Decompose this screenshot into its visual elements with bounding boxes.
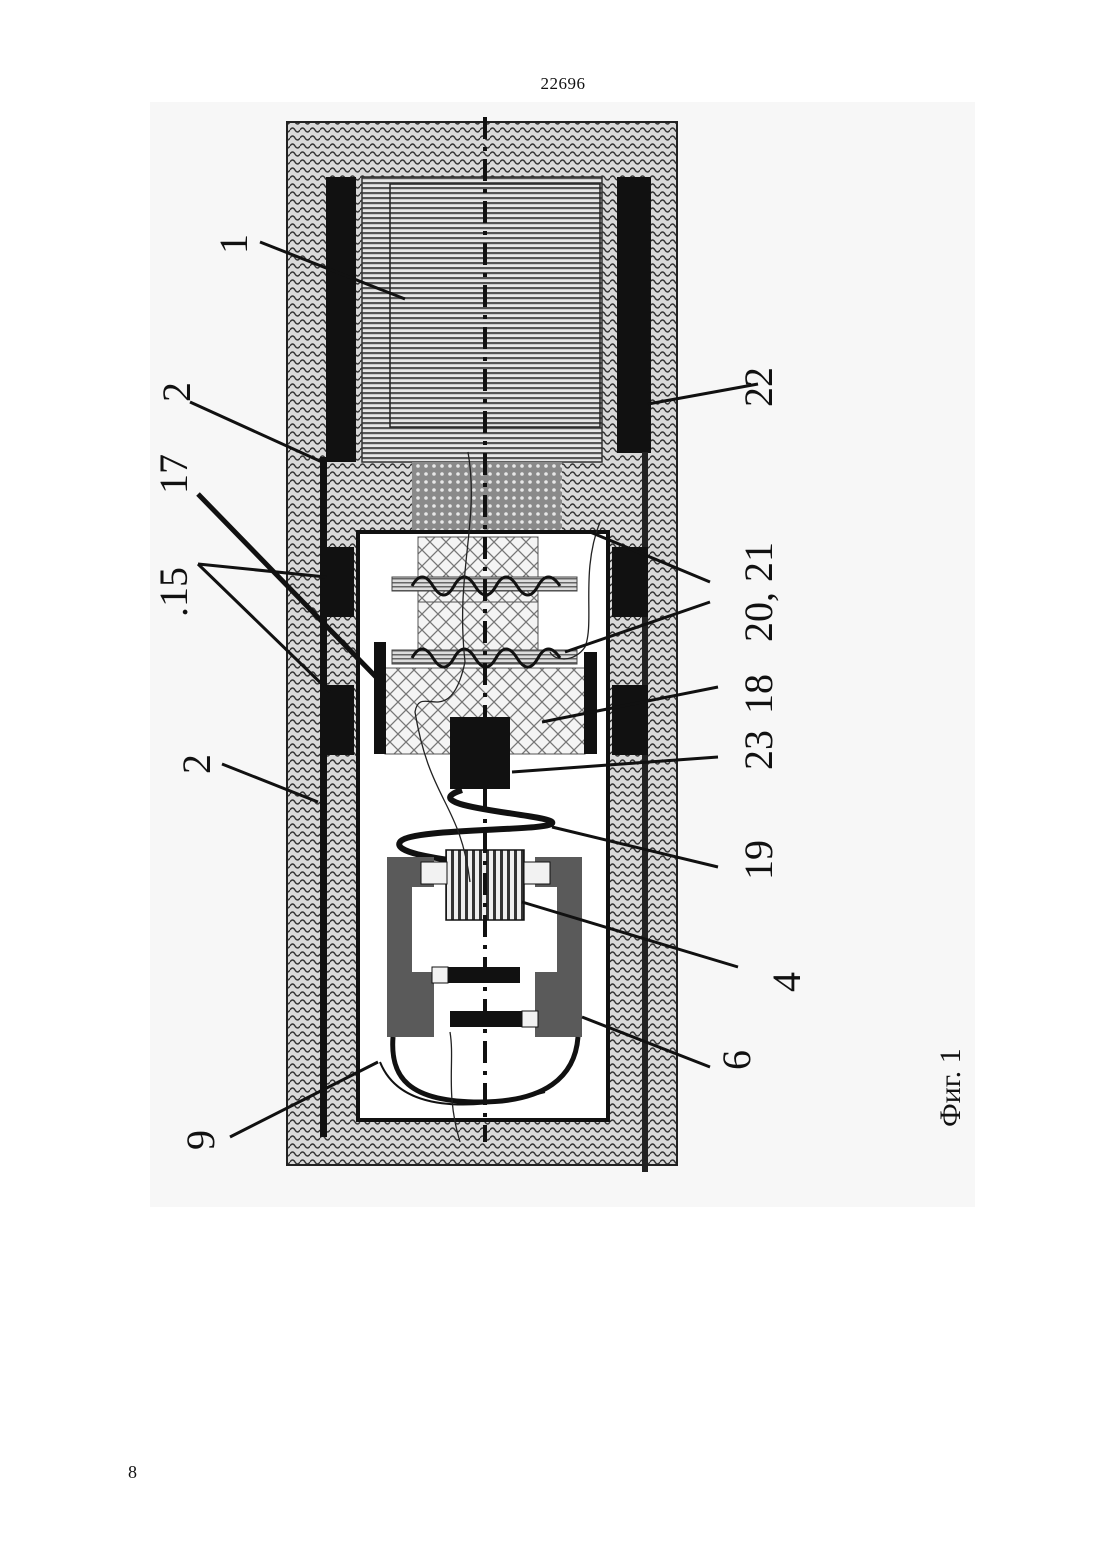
label-19: 19 — [736, 840, 781, 880]
pin-17-left — [374, 642, 386, 754]
label-15: .15 — [151, 567, 196, 617]
pin-17-right — [584, 652, 597, 754]
crosshatch-middle — [418, 602, 538, 652]
element-23 — [450, 717, 510, 789]
element-1-stack — [362, 177, 602, 462]
block-right-upper — [612, 547, 648, 617]
block-right-lower — [612, 685, 648, 755]
label-2-top: 2 — [154, 382, 199, 402]
label-1: 1 — [211, 234, 256, 254]
label-23: 23 — [736, 730, 781, 770]
label-6: 6 — [714, 1050, 759, 1070]
figure-1: 1 2 17 .15 2 9 22 20, 21 18 23 19 4 6 Фи… — [150, 102, 975, 1207]
figure-caption: Фиг. 1 — [934, 1048, 967, 1127]
label-22: 22 — [736, 367, 781, 407]
block-15-upper — [322, 547, 354, 617]
right-electrode-bar — [617, 177, 651, 453]
clip-upper-left — [421, 862, 447, 884]
clip-bar-lower — [522, 1011, 538, 1027]
label-20-21: 20, 21 — [736, 542, 781, 642]
page-footer-number: 8 — [128, 1462, 137, 1483]
label-4: 4 — [764, 972, 809, 992]
block-15-lower — [322, 685, 354, 755]
label-9: 9 — [178, 1130, 223, 1150]
page-header-number: 22696 — [0, 74, 1100, 94]
clip-bar-upper — [432, 967, 448, 983]
left-electrode-bar — [326, 177, 356, 462]
label-17: 17 — [151, 454, 196, 494]
label-2-bottom: 2 — [174, 754, 219, 774]
patent-drawing: 1 2 17 .15 2 9 22 20, 21 18 23 19 4 6 Фи… — [150, 102, 975, 1207]
label-18: 18 — [736, 674, 781, 714]
clip-upper-right — [524, 862, 550, 884]
